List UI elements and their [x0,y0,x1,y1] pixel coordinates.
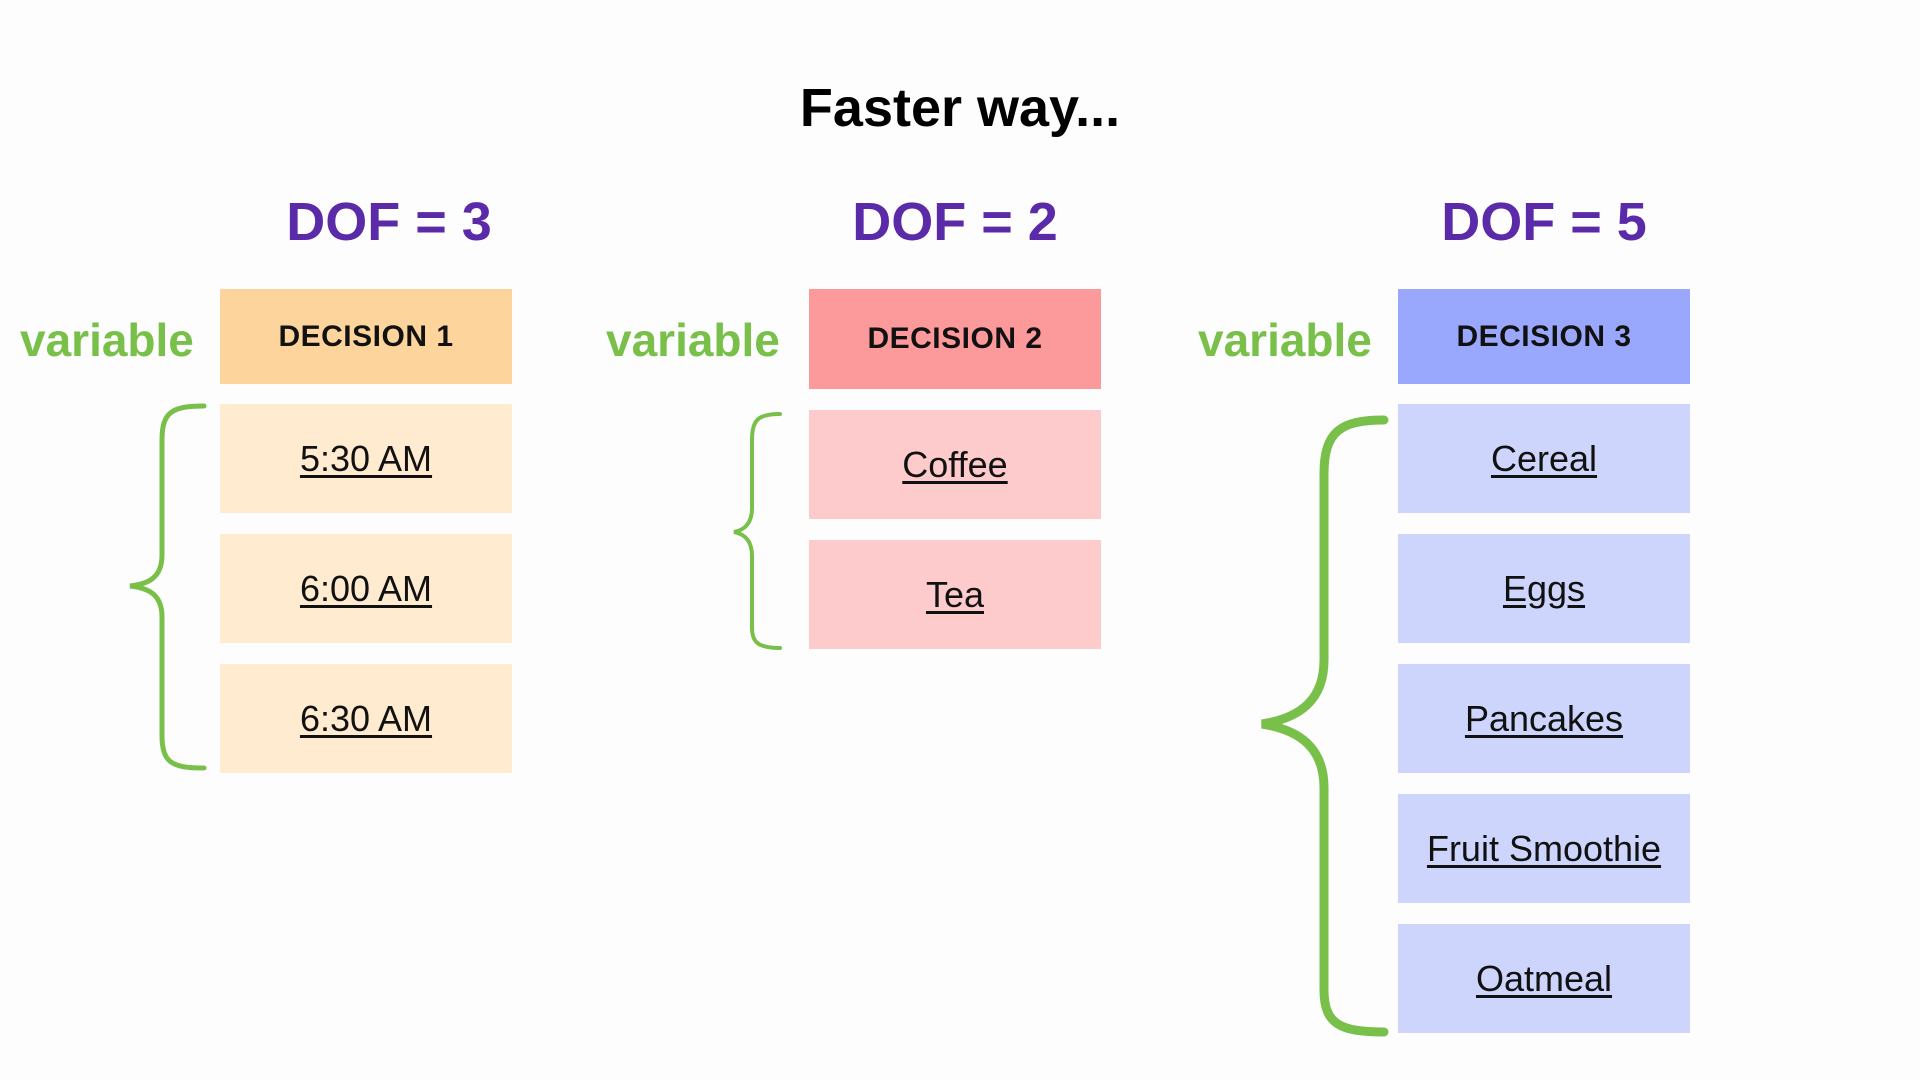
variable-label-decision-1: variable [20,314,194,366]
decision-2-option-2: Tea [809,540,1101,649]
variable-label-decision-3: variable [1198,314,1372,366]
decision-1-option-3: 6:30 AM [220,664,512,773]
decision-1-option-2: 6:00 AM [220,534,512,643]
decision-3-option-5: Oatmeal [1398,924,1690,1033]
variable-label-decision-2: variable [606,314,780,366]
decision-2-header: DECISION 2 [809,289,1101,389]
decision-3-option-4: Fruit Smoothie [1398,794,1690,903]
dof-label-decision-3: DOF = 5 [1441,192,1647,252]
decision-3-option-3: Pancakes [1398,664,1690,773]
decision-1-header: DECISION 1 [220,289,512,384]
decision-3-option-1: Cereal [1398,404,1690,513]
decision-2-option-1: Coffee [809,410,1101,519]
dof-label-decision-1: DOF = 3 [286,192,492,252]
dof-label-decision-2: DOF = 2 [852,192,1058,252]
decision-1-option-1: 5:30 AM [220,404,512,513]
page-title: Faster way... [799,78,1121,138]
decision-3-option-2: Eggs [1398,534,1690,643]
decision-3-header: DECISION 3 [1398,289,1690,384]
